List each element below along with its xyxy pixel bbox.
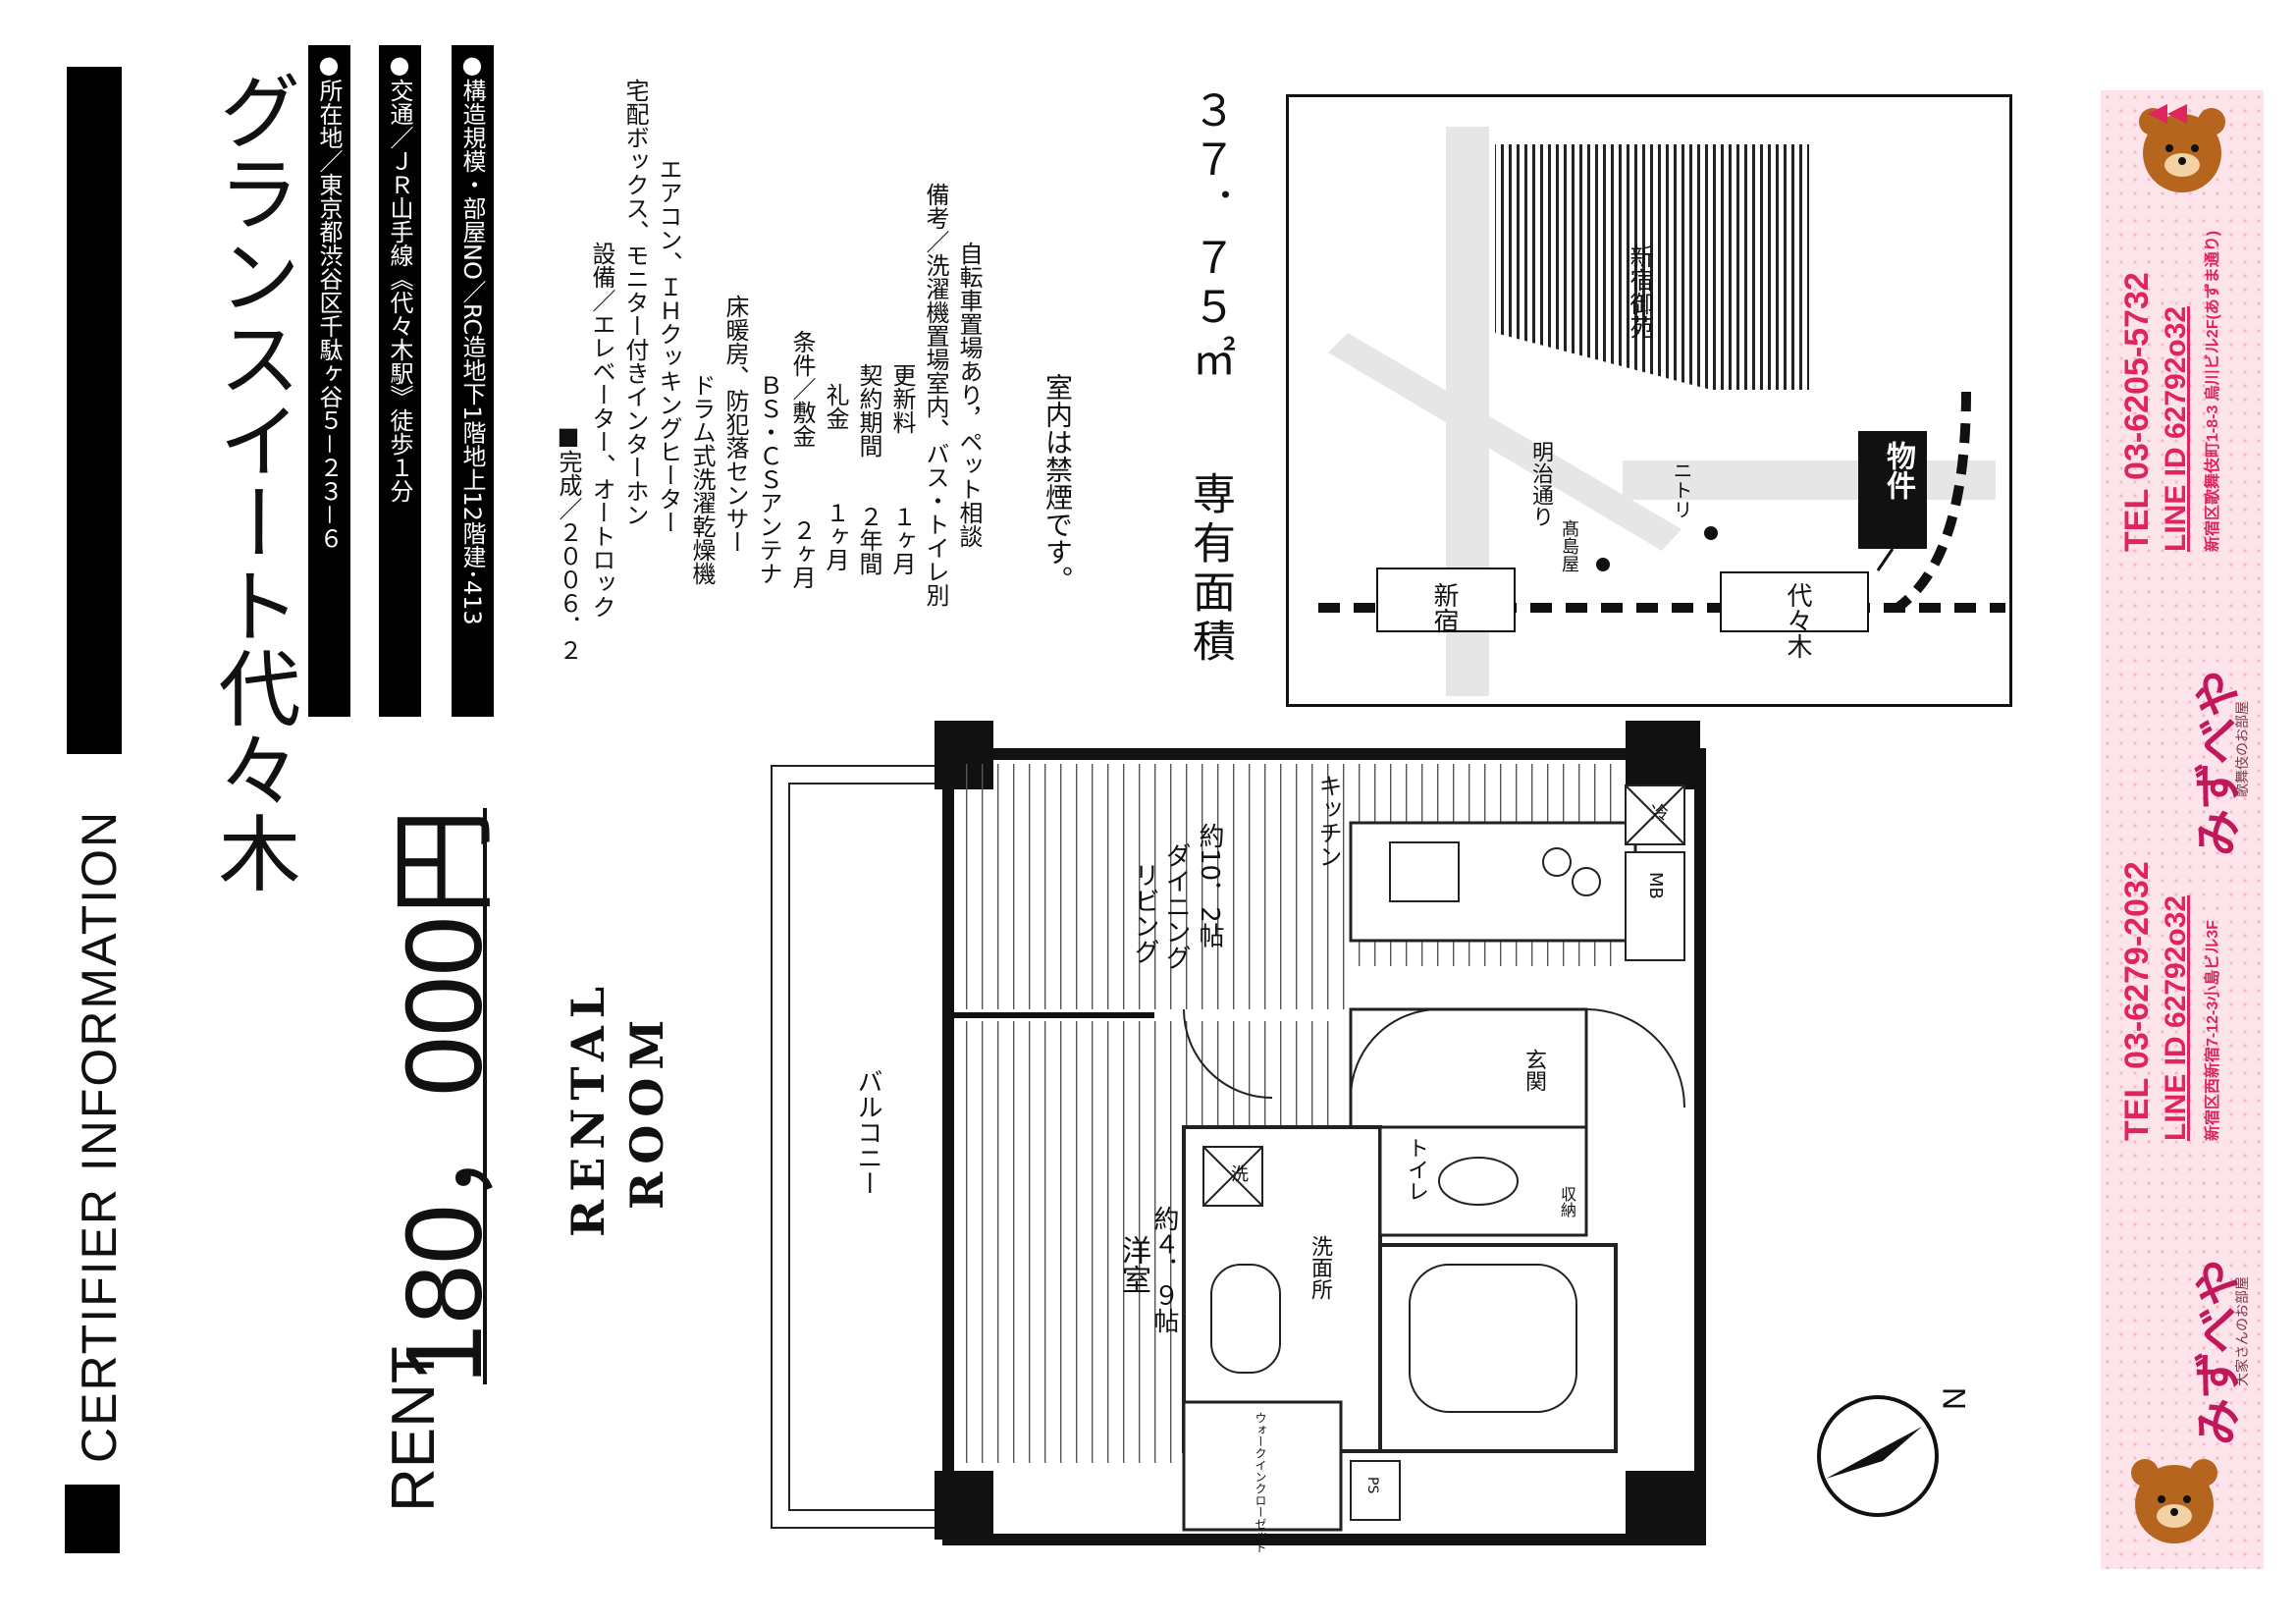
- label-living: リビング: [1130, 862, 1159, 964]
- jr-railway-curve: [1895, 391, 1971, 613]
- spec-cond-renew: 更新料 １ヶ月: [888, 363, 916, 575]
- spec-equipment-2: 宅配ボックス、モニター付きインターホン: [621, 79, 649, 526]
- property-pointer: [1876, 548, 1895, 571]
- ad-addr-2: 新宿区歌舞伎町1-8-3 烏川ビル2F(あずま通り): [2205, 230, 2221, 552]
- pillar: [934, 1471, 993, 1540]
- spec-equipment-1: 設備／エレベーター、オートロック: [588, 242, 615, 619]
- outer-wall: [942, 748, 1706, 1545]
- compass-icon: [1817, 1395, 1939, 1517]
- road-horizontal: [1623, 460, 1996, 500]
- door-swing: [1350, 1008, 1440, 1099]
- spec-cond-term: 契約期間 ２年間: [855, 363, 882, 575]
- map-label-property: 物件: [1881, 441, 1915, 500]
- ih-burner: [1572, 867, 1601, 896]
- label-kitchen: キッチン: [1314, 774, 1342, 868]
- label-fridge: 冷: [1648, 803, 1669, 821]
- nitori-dot: [1704, 526, 1718, 540]
- label-western-size: 約４．９帖: [1149, 1206, 1179, 1333]
- map-label-takashimaya: 髙島屋: [1559, 519, 1579, 572]
- spec-cond-key: 礼金 １ヶ月: [822, 383, 849, 571]
- road-diagonal: [1328, 333, 1682, 551]
- label-entrance: 玄関: [1522, 1049, 1546, 1092]
- agency-banner: TEL 03-6205-5732 LINE ID 62792o32 新宿区歌舞伎…: [2101, 90, 2264, 1569]
- ad-sub-2: 歌舞伎のお部屋: [2235, 701, 2251, 797]
- floor-plan-drawing: [771, 721, 1706, 1545]
- label-ps: PS: [1364, 1477, 1380, 1494]
- label-washroom: 洗面所: [1308, 1235, 1332, 1300]
- spec-equipment-4: ドラム式洗濯乾燥機: [688, 373, 716, 585]
- takashimaya-dot: [1596, 558, 1610, 571]
- pillar: [1626, 721, 1700, 789]
- north-label: N: [1937, 1386, 1973, 1411]
- ad-line-1: LINE ID 62792o32: [2160, 894, 2192, 1141]
- property-address: ●所在地／東京都渋谷区千駄ヶ谷５－２３－６: [308, 45, 350, 717]
- pillar: [1626, 1471, 1700, 1540]
- rental-line-2: ROOM: [620, 1011, 673, 1210]
- area-label: 専有面積: [1185, 471, 1235, 668]
- door-swing: [1183, 1008, 1273, 1099]
- ad-tel-2: TEL 03-6205-5732: [2118, 272, 2156, 552]
- yoyogi-station: [1720, 571, 1869, 632]
- spec-cond-deposit: 条件／敷金 ２ヶ月: [788, 330, 816, 589]
- property-transport: ●交通／ＪＲ山手線《代々木駅》徒歩１分: [379, 45, 421, 717]
- label-wash: 洗: [1228, 1164, 1249, 1182]
- front-door-swing: [1585, 1008, 1685, 1109]
- ih-burner: [1542, 847, 1572, 877]
- label-closet: ウォークインクローゼット: [1254, 1412, 1267, 1553]
- label-living-size: 約10．2帖: [1195, 823, 1224, 948]
- map-drawing: [1318, 127, 2005, 696]
- label-western: 洋室: [1116, 1235, 1150, 1294]
- no-smoking-note: 室内は禁煙です。: [1041, 373, 1074, 593]
- map-label-park: 新宿御苑: [1626, 244, 1653, 339]
- ad-line-2: LINE ID 62792o32: [2160, 305, 2192, 552]
- spec-remarks-2: 自転車置場あり，ペット相談: [955, 242, 983, 548]
- label-storage: 収納: [1558, 1186, 1576, 1217]
- header-bullet: [65, 1485, 120, 1553]
- living-floor-ext: [958, 966, 1351, 1009]
- label-mb: MB: [1645, 872, 1666, 899]
- location-map: 新宿御苑 明治通り 新宿 代々木 髙島屋 ニトリ 物件: [1286, 94, 2012, 707]
- label-balcony: バルコニー: [853, 1068, 882, 1196]
- entrance-area: [1349, 1007, 1588, 1129]
- certifier-heading: CERTIFIER INFORMATION: [72, 809, 127, 1463]
- rent-value: 180，000円: [384, 807, 505, 1384]
- map-label-yoyogi: 代々木: [1783, 582, 1812, 659]
- spec-remarks-1: 備考／洗濯機置場室内、バス・トイレ別: [922, 183, 949, 607]
- property-structure: ●構造規模・部屋NO／RC造地下1階地上12階建･413: [452, 45, 494, 717]
- ps-box: [1350, 1460, 1401, 1521]
- park-area: [1495, 144, 1809, 390]
- area-value: ３７．７５㎡: [1185, 88, 1235, 383]
- bear-mascot-icon: [2139, 104, 2225, 192]
- map-label-nitori: ニトリ: [1670, 460, 1693, 519]
- map-label-meiji: 明治通り: [1528, 441, 1553, 527]
- bathtub: [1409, 1264, 1577, 1413]
- sink: [1389, 841, 1460, 902]
- property-marker: [1858, 431, 1927, 549]
- shinjuku-station: [1376, 568, 1516, 632]
- spec-equipment-3: エアコン、ＩＨクッキングヒーター: [655, 157, 682, 534]
- ad-addr-1: 新宿区西新宿7-12-3小島ビル3F: [2205, 920, 2221, 1141]
- bear-mascot-icon: [2131, 1459, 2217, 1543]
- header-bar: [67, 67, 122, 754]
- floor-plan: バルコニー リビング ダイニング 約10．2帖 キッチン 洋室 約４．９帖 洗面…: [762, 715, 1743, 1569]
- rental-line-1: RENTAL: [561, 978, 614, 1237]
- spec-completed: ■完成／２００６．２: [555, 422, 582, 662]
- property-name: グランスイート代々木: [205, 69, 301, 893]
- ad-sub-1: 大家さんのお部屋: [2235, 1276, 2251, 1386]
- spec-equipment-6: ＢＳ・ＣＳアンテナ: [755, 373, 782, 585]
- map-label-shinjuku: 新宿: [1429, 582, 1459, 633]
- wash-basin: [1210, 1264, 1281, 1374]
- ad-tel-1: TEL 03-6279-2032: [2118, 861, 2156, 1141]
- north-arrow: [1814, 1392, 1942, 1520]
- walk-in-closet: [1182, 1400, 1343, 1532]
- spec-equipment-5: 床暖房、防犯落センサー: [721, 295, 749, 554]
- label-dining: ダイニング: [1161, 842, 1191, 970]
- label-toilet: トイレ: [1404, 1137, 1428, 1202]
- mb-box: [1625, 851, 1685, 961]
- toilet-bowl: [1438, 1157, 1519, 1206]
- balcony-inner: [788, 783, 947, 1511]
